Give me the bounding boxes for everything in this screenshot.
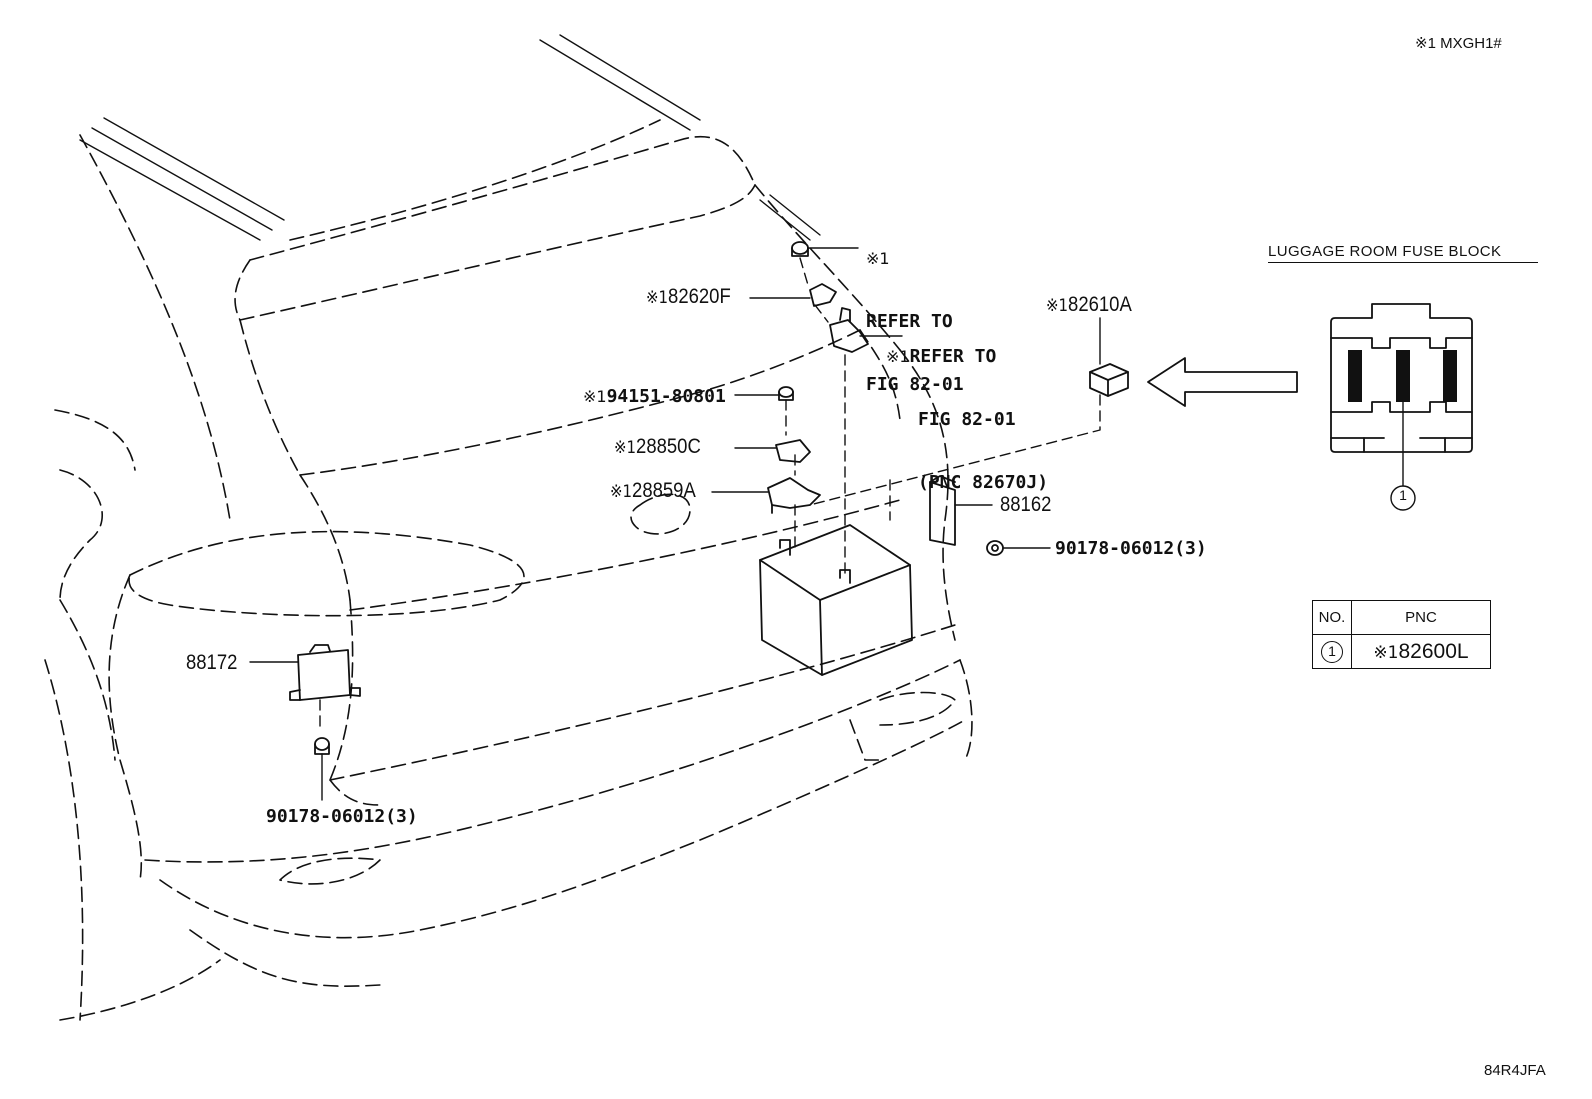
refer-line-1: REFER TO — [909, 346, 997, 367]
figure-code: 84R4JFA — [1484, 1062, 1546, 1079]
sensor-88162 — [929, 475, 956, 546]
bracket-82620F — [809, 283, 837, 307]
applicability-mark: ※1 — [866, 249, 890, 268]
applicability-mark: ※1 — [1373, 642, 1399, 663]
callout-94151-80801[interactable]: ※194151-80801 — [583, 386, 726, 407]
header-no: NO. — [1312, 600, 1352, 635]
roof-rails — [79, 34, 821, 241]
applicability-mark: ※1 — [886, 347, 910, 366]
part-number: 82610A — [1068, 293, 1132, 316]
fuse-block-illustration — [1330, 303, 1473, 453]
nut-90178-right — [986, 540, 1004, 556]
callout-90178-06012-left[interactable]: 90178-06012(3) — [266, 806, 418, 827]
part-number: 90178-06012(3) — [1055, 538, 1207, 559]
refer-line-1: REFER TO — [866, 311, 953, 332]
fuse-callout-number: 1 — [1399, 487, 1407, 503]
fuse-callout-leader — [1390, 401, 1416, 511]
pnc-value: 82600L — [1398, 639, 1469, 663]
row-pnc-cell: ※182600L — [1351, 634, 1491, 669]
header-pnc: PNC — [1351, 600, 1491, 635]
callout-28859A[interactable]: ※128859A — [610, 480, 696, 503]
model-applicability-note: ※1 MXGH1# — [1415, 35, 1502, 52]
callout-82610A[interactable]: ※182610A — [1046, 294, 1132, 317]
leader-lines-dashed — [319, 257, 1101, 731]
part-number: 94151-80801 — [606, 386, 726, 407]
row-number-circle: 1 — [1321, 640, 1343, 663]
nut-90178-left — [314, 737, 330, 755]
part-number: 82620F — [668, 285, 731, 308]
refer-line-2: FIG 82-01 — [866, 374, 964, 395]
direction-arrow — [1147, 357, 1298, 407]
holder-28859A — [767, 477, 821, 514]
leader-lines-solid — [249, 247, 1101, 801]
callout-28850C[interactable]: ※128850C — [614, 436, 701, 459]
refer-line-2: FIG 82-01 — [918, 409, 1016, 430]
callout-88172[interactable]: 88172 — [186, 652, 237, 673]
fuse-slots — [1348, 350, 1457, 402]
part-number: 28859A — [632, 479, 696, 502]
fuse-block-title: LUGGAGE ROOM FUSE BLOCK — [1268, 243, 1538, 263]
part-number: 88162 — [1000, 493, 1052, 516]
part-number: 90178-06012(3) — [266, 806, 418, 827]
clip-top — [791, 241, 809, 257]
battery — [759, 524, 913, 676]
row-no-cell: 1 — [1312, 634, 1352, 669]
callout-88162[interactable]: 88162 — [1000, 494, 1051, 515]
part-number: 28850C — [636, 435, 701, 458]
nut-94151 — [778, 386, 794, 401]
applicability-mark: ※1 — [646, 288, 669, 308]
table-row[interactable]: 1 ※182600L — [1312, 634, 1491, 669]
callout-82620F[interactable]: ※182620F — [646, 286, 731, 309]
relay-82610A — [1089, 363, 1129, 397]
callout-90178-06012-right[interactable]: 90178-06012(3) — [1055, 538, 1207, 559]
bracket-82670J — [829, 307, 869, 353]
pnc-table-header: NO. PNC — [1312, 600, 1491, 635]
module-88172 — [289, 644, 361, 701]
pnc-table: NO. PNC 1 ※182600L — [1312, 600, 1491, 669]
cover-28850C — [775, 439, 811, 463]
refer-line-3: (PNC 82670J) — [918, 472, 1049, 493]
part-number: 88172 — [186, 651, 238, 674]
applicability-mark: ※1 — [610, 482, 633, 502]
vehicle-body-outline — [44, 119, 973, 1021]
applicability-mark: ※1 — [583, 387, 607, 406]
applicability-mark: ※1 — [1046, 296, 1069, 316]
callout-refer-fig-top[interactable]: ※1 REFER TO FIG 82-01 — [866, 206, 964, 416]
applicability-mark: ※1 — [614, 438, 637, 458]
callout-refer-fig-mid[interactable]: ※1REFER TO FIG 82-01 (PNC 82670J) — [886, 304, 1048, 514]
